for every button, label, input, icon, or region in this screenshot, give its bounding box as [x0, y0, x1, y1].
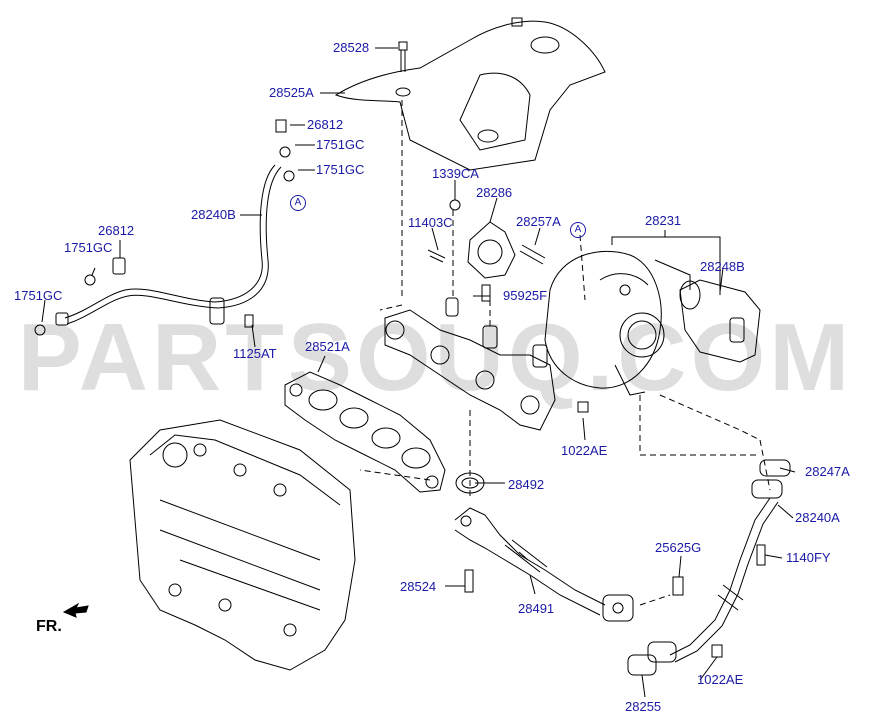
label-28521A[interactable]: 28521A: [305, 339, 350, 354]
label-1022AE-a[interactable]: 1022AE: [561, 443, 608, 458]
label-28525A[interactable]: 28525A: [269, 85, 314, 100]
exhaust-manifold-drawing: [384, 297, 556, 431]
label-11403C[interactable]: 11403C: [408, 215, 453, 230]
connection-marker-a-left: A: [290, 195, 306, 211]
actuator-drawing: [679, 279, 761, 363]
heat-shield-drawing: [334, 17, 606, 171]
gasket-28286-drawing: [449, 199, 516, 279]
bolt-28528-drawing: [398, 41, 408, 72]
label-28524[interactable]: 28524: [400, 579, 437, 594]
studs-drawing: [427, 244, 589, 413]
label-1125AT[interactable]: 1125AT: [233, 346, 277, 361]
label-28255[interactable]: 28255: [625, 699, 662, 714]
label-1140FY[interactable]: 1140FY: [786, 550, 831, 565]
label-26812-left[interactable]: 26812: [98, 223, 135, 238]
return-pipe-drawing: [454, 507, 634, 622]
label-28231[interactable]: 28231: [645, 213, 682, 228]
label-26812-top[interactable]: 26812: [307, 117, 344, 132]
front-direction-label: FR.: [36, 618, 62, 635]
label-1022AE-b[interactable]: 1022AE: [697, 672, 744, 687]
watermark: PARTSOUQ.COM: [17, 304, 854, 411]
label-28528[interactable]: 28528: [333, 40, 370, 55]
label-95925F[interactable]: 95925F: [503, 288, 548, 303]
label-1751GC-a[interactable]: 1751GC: [316, 137, 365, 152]
engine-block-drawing: [129, 419, 356, 671]
oil-pipe-28240A-drawing: [627, 459, 791, 676]
connection-marker-a-right: A: [570, 222, 586, 238]
oil-feed-pipe-drawing: [34, 119, 295, 336]
guide-lines: [359, 100, 771, 606]
label-1751GC-b[interactable]: 1751GC: [316, 162, 365, 177]
label-28257A[interactable]: 28257A: [516, 214, 561, 229]
label-28491[interactable]: 28491: [518, 601, 555, 616]
label-1751GC-c[interactable]: 1751GC: [64, 240, 113, 255]
front-direction-arrow: [62, 602, 89, 618]
label-28240B[interactable]: 28240B: [191, 207, 236, 222]
manifold-gasket-drawing: [284, 371, 446, 493]
label-25625G[interactable]: 25625G: [655, 540, 702, 555]
label-28286[interactable]: 28286: [476, 185, 513, 200]
label-28240A[interactable]: 28240A: [795, 510, 840, 525]
label-28492[interactable]: 28492: [508, 477, 545, 492]
label-1751GC-d[interactable]: 1751GC: [14, 288, 63, 303]
label-1339CA[interactable]: 1339CA: [432, 166, 479, 181]
label-28247A[interactable]: 28247A: [805, 464, 850, 479]
leader-lines: [41, 47, 796, 698]
label-28248B[interactable]: 28248B: [700, 259, 745, 274]
turbo-label-bracket: [611, 230, 721, 295]
